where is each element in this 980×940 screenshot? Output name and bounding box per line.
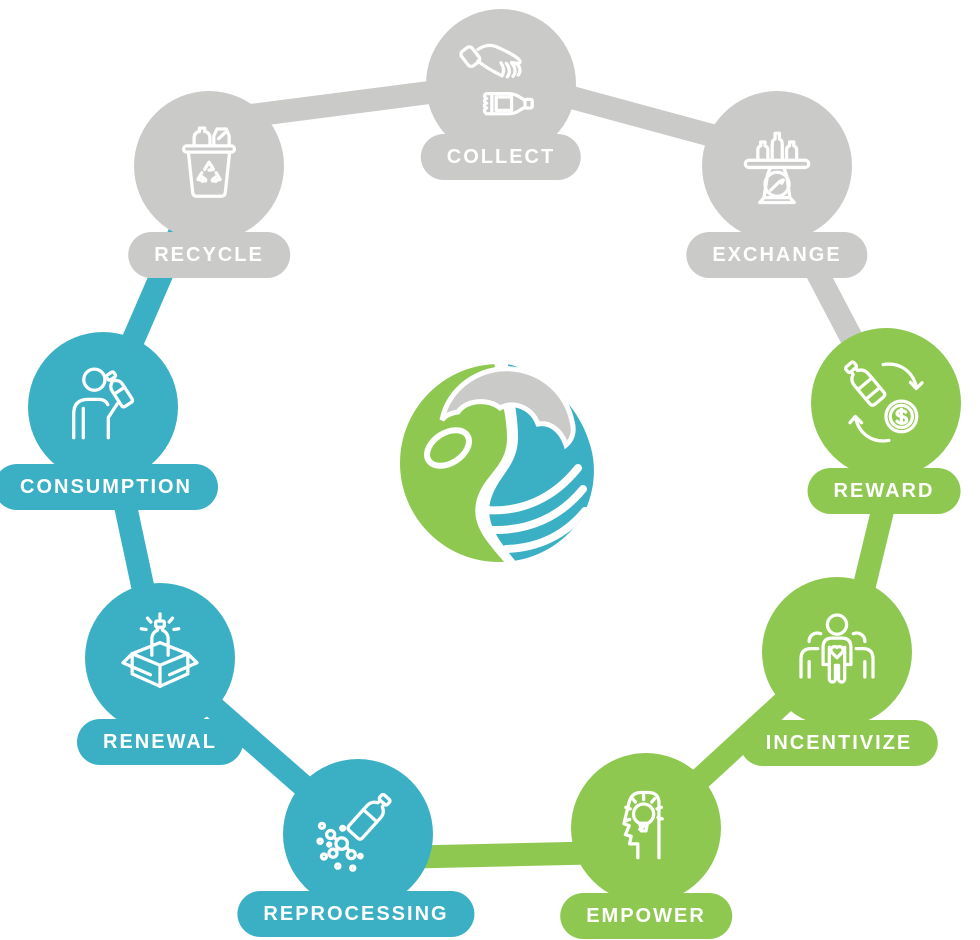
reward-circle [811,328,961,478]
community-heart-icon [799,613,875,684]
renewal-circle [85,583,235,733]
box-with-new-bottle-icon [121,612,199,688]
exchange-label: EXCHANGE [712,243,842,266]
reward-label-pill: REWARD [807,468,961,514]
collect-label: COLLECT [446,145,556,168]
hand-offering-bottle-icon [459,43,534,116]
eco-globe-logo-graphic [400,364,594,562]
reward-label: REWARD [833,479,935,502]
consumption-label: CONSUMPTION [20,475,192,498]
renewal-label: RENEWAL [103,730,217,753]
empower-label-pill: EMPOWER [560,893,732,939]
recycle-circle [134,91,284,241]
reprocessing-label-pill: REPROCESSING [237,891,475,937]
head-lightbulb-icon [622,790,664,860]
bottle-to-molecules-icon [316,792,392,872]
eco-globe-logo [394,358,604,568]
exchange-circle [702,91,852,241]
scale-with-bottles-icon [743,131,811,205]
person-with-bottle-icon [72,367,135,440]
recycle-label-pill: RECYCLE [128,232,290,278]
recycle-label: RECYCLE [154,243,264,266]
bottle-money-cycle-icon [843,360,924,443]
reprocessing-circle [283,759,433,909]
consumption-label-pill: CONSUMPTION [0,464,218,510]
consumption-circle [28,332,178,482]
reprocessing-label: REPROCESSING [263,902,449,925]
renewal-label-pill: RENEWAL [77,719,243,765]
recycle-bin-icon [181,126,237,198]
exchange-label-pill: EXCHANGE [686,232,868,278]
incentivize-label: INCENTIVIZE [765,731,913,754]
collect-label-pill: COLLECT [420,134,582,180]
incentivize-circle [762,577,912,727]
empower-circle [571,753,721,903]
empower-label: EMPOWER [586,904,706,927]
incentivize-label-pill: INCENTIVIZE [739,720,939,766]
